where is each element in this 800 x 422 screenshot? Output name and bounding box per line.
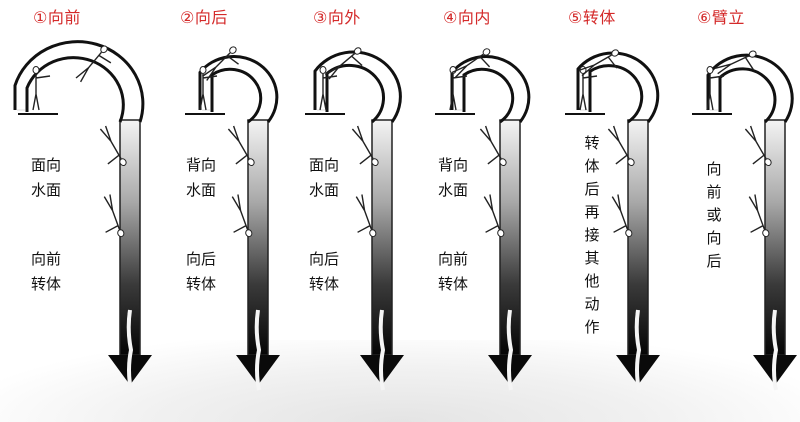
trajectory-panel-4 (435, 48, 532, 391)
diver-figure-icon (231, 194, 253, 238)
diver-figure-icon (199, 66, 218, 111)
trajectory-panel-5 (565, 49, 660, 391)
panel-title-twist: ⑤转体 (568, 8, 616, 27)
diver-figure-icon (202, 46, 239, 81)
trajectory-panel-2 (185, 46, 280, 391)
diver-figure-icon (479, 125, 507, 167)
panel-title-inward: ④向内 (443, 8, 491, 27)
diver-figure-icon (319, 66, 338, 111)
water-splash-icon (634, 309, 642, 391)
diver-figure-icon (748, 194, 770, 238)
water-splash-icon (378, 309, 386, 391)
diver-figure-icon (351, 125, 379, 167)
outer-arc (450, 55, 531, 123)
panel-4-orientation: 背向 水面 (438, 156, 469, 199)
panel-2-rotation: 向后 转体 (186, 250, 217, 293)
diver-figure-icon (483, 194, 505, 238)
inner-arc (588, 64, 644, 124)
panel-5-description: 转体后再接其他动作 (584, 134, 600, 336)
panel-title-forward: ①向前 (33, 8, 81, 27)
diver-figure-icon (355, 194, 377, 238)
panel-1-orientation: 面向 水面 (31, 156, 62, 199)
panel-title-backward: ②向后 (180, 8, 228, 27)
water-splash-icon (126, 309, 134, 391)
diver-figure-icon (706, 66, 725, 111)
trajectory-panel-6 (692, 50, 797, 391)
diver-figure-icon (324, 47, 363, 80)
inner-arc (210, 67, 263, 124)
diver-figure-icon (744, 125, 772, 167)
panel-4-rotation: 向前 转体 (438, 250, 469, 293)
diver-figure-icon (714, 50, 757, 75)
diver-figure-icon (611, 194, 633, 238)
panel-3-rotation: 向后 转体 (309, 250, 340, 293)
outer-arc (313, 50, 402, 123)
diver-figure-icon (227, 125, 255, 167)
water-splash-icon (506, 309, 514, 391)
trajectory-panel-1 (13, 40, 152, 391)
panel-1-rotation: 向前 转体 (31, 250, 62, 293)
diver-figure-icon (99, 125, 127, 167)
panel-title-reverse: ③向外 (313, 8, 361, 27)
inner-arc (25, 56, 125, 123)
outer-arc (198, 55, 279, 123)
inner-arc (462, 67, 515, 124)
panel-title-armstand: ⑥臂立 (697, 8, 745, 27)
water-splash-icon (254, 309, 262, 391)
diver-figure-icon (75, 45, 112, 83)
outer-arc (576, 51, 660, 123)
diver-figure-icon (578, 49, 620, 77)
outer-arc (706, 53, 794, 123)
panel-6-description: 向前或向后 (706, 160, 722, 270)
trajectory-panel-3 (305, 47, 404, 391)
diver-figure-icon (607, 125, 635, 167)
inner-arc (718, 67, 777, 124)
panel-2-orientation: 背向 水面 (186, 156, 217, 199)
outer-arc (13, 40, 145, 123)
water-splash-icon (771, 309, 779, 391)
diver-figure-icon (451, 48, 491, 78)
diver-figure-icon (32, 66, 51, 111)
panel-3-orientation: 面向 水面 (309, 156, 340, 199)
diver-figure-icon (103, 194, 125, 238)
